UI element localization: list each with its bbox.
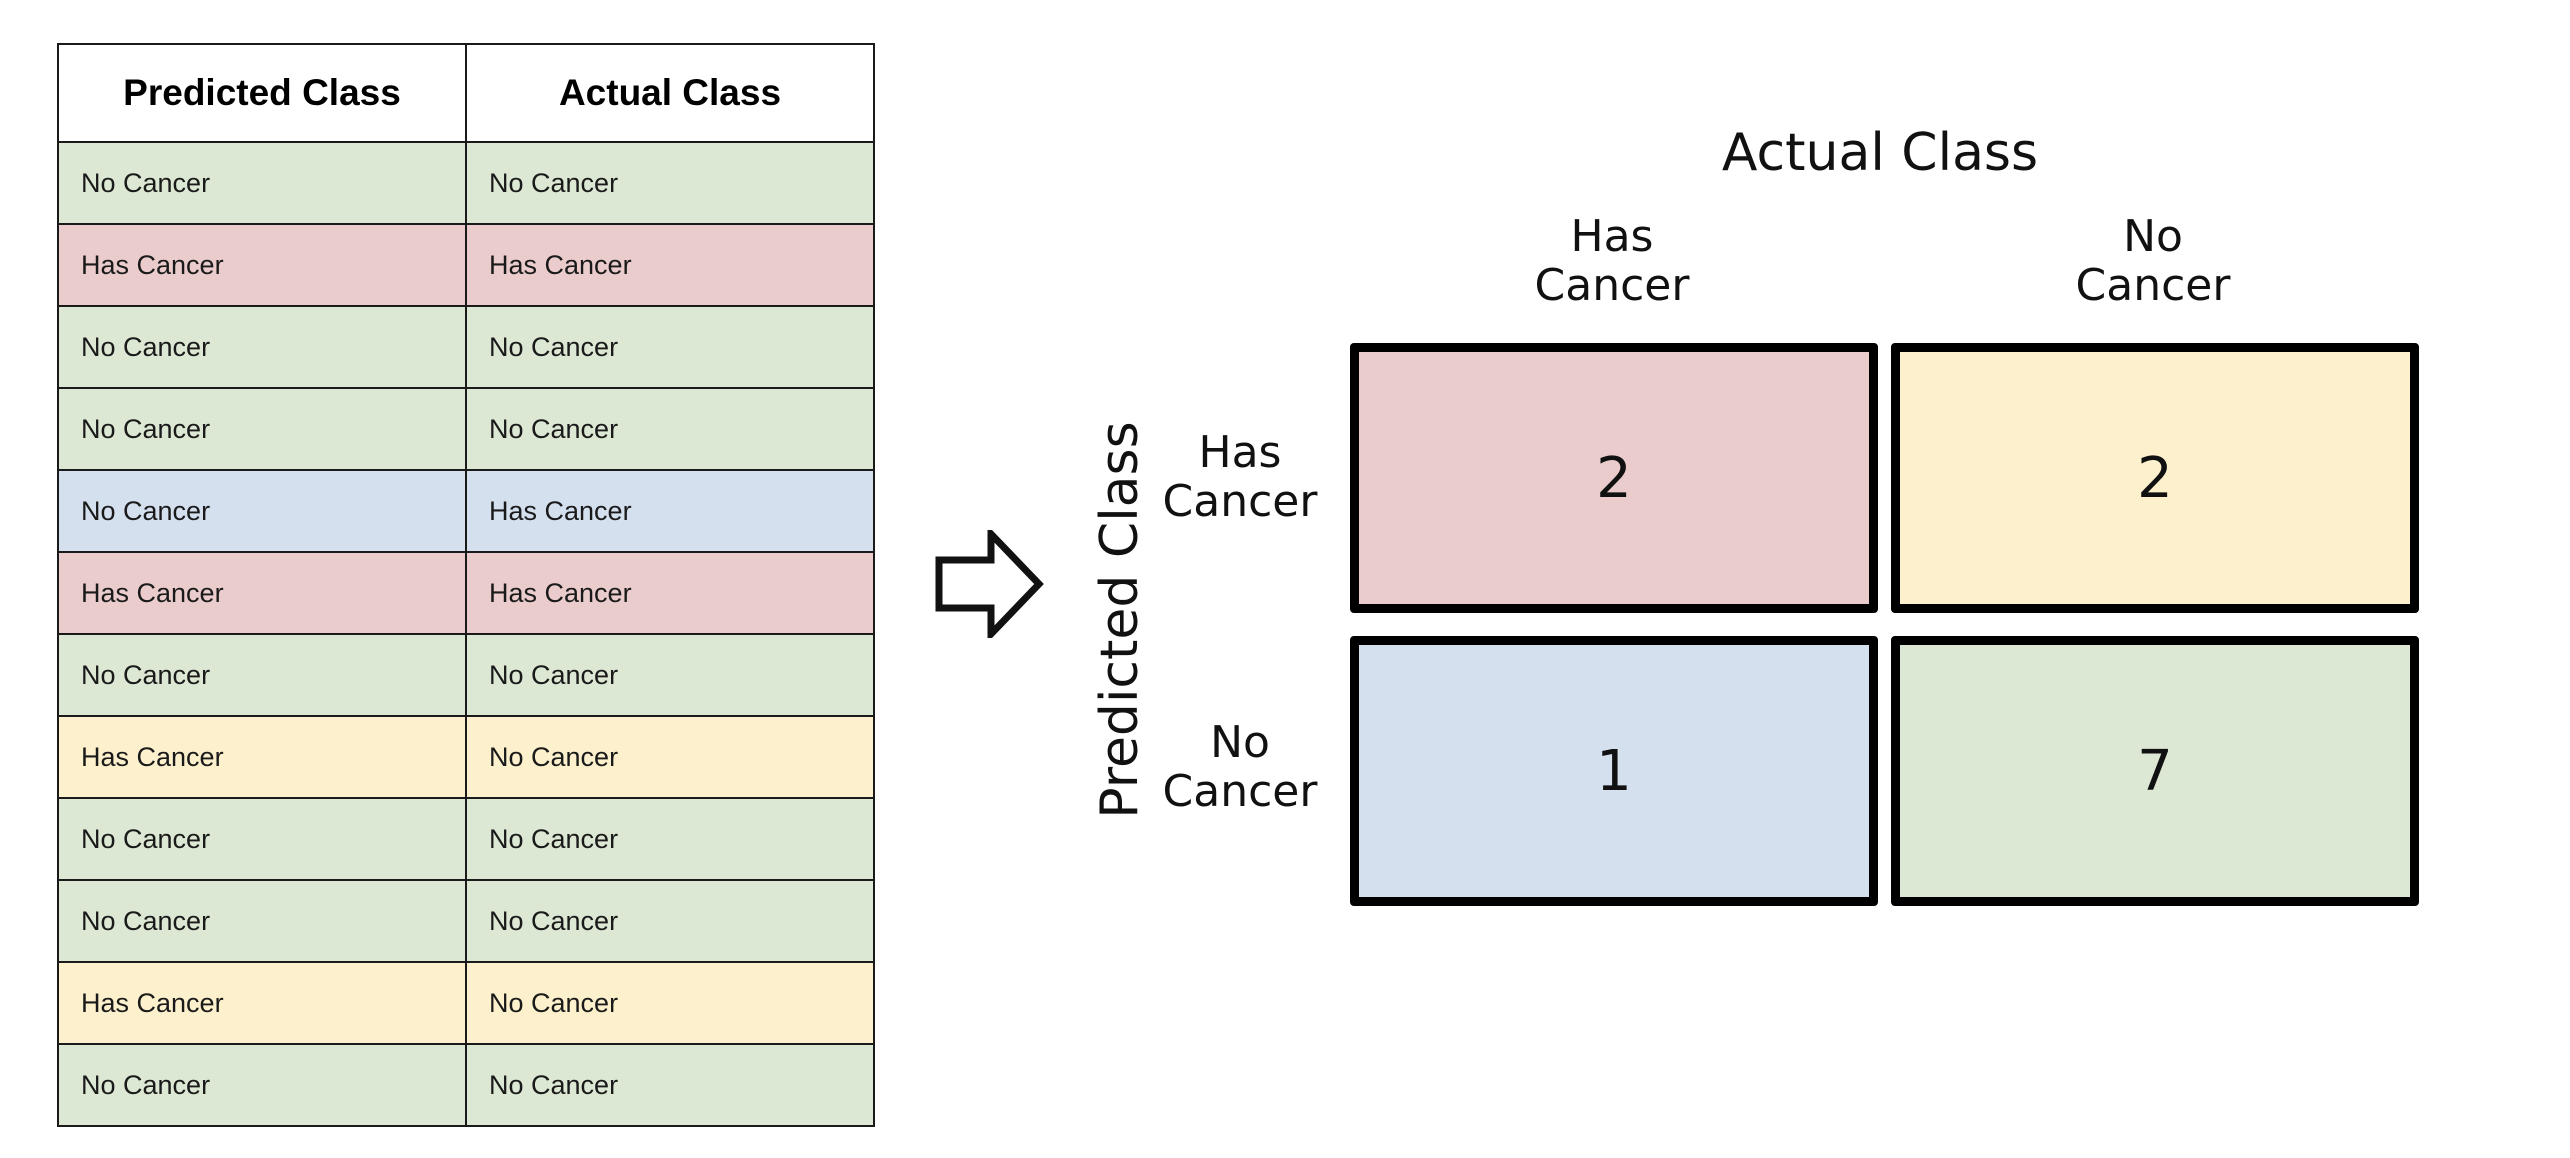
actual-class-title: Actual Class bbox=[1721, 123, 2039, 183]
column-label-no-cancer: No Cancer bbox=[2075, 211, 2231, 312]
predicted-cell: No Cancer bbox=[57, 141, 467, 225]
predicted-cell: Has Cancer bbox=[57, 551, 467, 635]
actual-cell: No Cancer bbox=[465, 141, 875, 225]
actual-cell: No Cancer bbox=[465, 633, 875, 717]
matrix-cell-true-negative: 7 bbox=[1891, 636, 2419, 906]
predicted-cell: Has Cancer bbox=[57, 961, 467, 1045]
actual-cell: No Cancer bbox=[465, 1043, 875, 1127]
row-label-has-cancer: Has Cancer bbox=[1162, 427, 1318, 528]
predicted-cell: Has Cancer bbox=[57, 223, 467, 307]
actual-class-header: Actual Class bbox=[465, 43, 875, 143]
actual-cell: No Cancer bbox=[465, 387, 875, 471]
right-arrow-outline-icon bbox=[935, 530, 1044, 638]
table-header-row: Predicted Class Actual Class bbox=[57, 43, 875, 143]
actual-cell: No Cancer bbox=[465, 305, 875, 389]
actual-cell: Has Cancer bbox=[465, 469, 875, 553]
actual-cell: No Cancer bbox=[465, 715, 875, 799]
actual-cell: No Cancer bbox=[465, 961, 875, 1045]
predicted-cell: No Cancer bbox=[57, 633, 467, 717]
actual-cell: Has Cancer bbox=[465, 223, 875, 307]
matrix-cell-false-negative: 1 bbox=[1350, 636, 1878, 906]
actual-cell: No Cancer bbox=[465, 879, 875, 963]
predicted-class-header: Predicted Class bbox=[57, 43, 467, 143]
predicted-cell: No Cancer bbox=[57, 879, 467, 963]
actual-cell: No Cancer bbox=[465, 797, 875, 881]
column-label-has-cancer: Has Cancer bbox=[1534, 211, 1690, 312]
predicted-cell: Has Cancer bbox=[57, 715, 467, 799]
matrix-cell-true-positive: 2 bbox=[1350, 343, 1878, 613]
predicted-cell: No Cancer bbox=[57, 1043, 467, 1127]
row-label-no-cancer: No Cancer bbox=[1162, 717, 1318, 818]
predicted-cell: No Cancer bbox=[57, 387, 467, 471]
predicted-cell: No Cancer bbox=[57, 797, 467, 881]
predicted-cell: No Cancer bbox=[57, 469, 467, 553]
predicted-cell: No Cancer bbox=[57, 305, 467, 389]
actual-cell: Has Cancer bbox=[465, 551, 875, 635]
matrix-cell-false-positive: 2 bbox=[1891, 343, 2419, 613]
